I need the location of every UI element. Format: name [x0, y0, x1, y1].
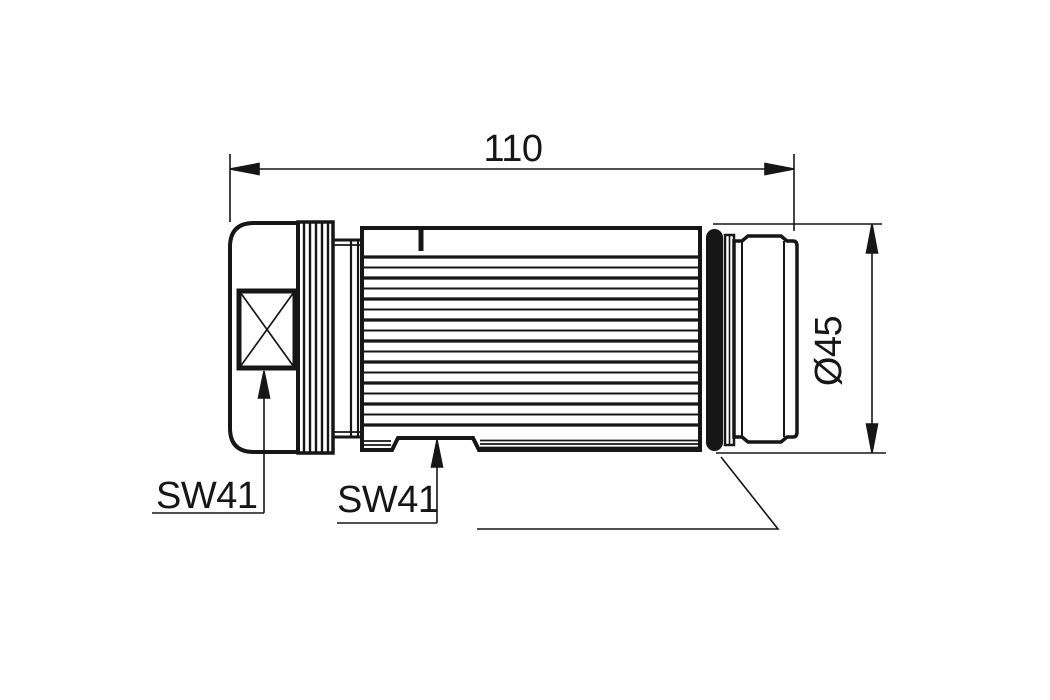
dimension-annotations — [152, 154, 886, 530]
wrench-size-label-body: SW41 — [337, 479, 438, 521]
end-cap — [228, 221, 300, 454]
cap-ring-grooves — [296, 220, 335, 455]
length-dimension — [229, 154, 795, 231]
arrowhead-left — [229, 162, 260, 176]
o-ring-seal — [706, 229, 723, 451]
wrench-size-callout-cap — [152, 370, 271, 514]
wrench-size-callout-body — [337, 439, 444, 524]
part-outline — [228, 220, 799, 455]
wrench-flat-marker — [236, 288, 298, 371]
ribbed-body — [360, 226, 702, 452]
coupling-end — [732, 234, 799, 444]
arrowhead-right — [764, 162, 795, 176]
body-ribs — [362, 255, 700, 449]
neck-section — [331, 238, 364, 439]
arrowhead-top — [865, 223, 879, 254]
arrowhead-up — [430, 439, 444, 468]
oring-leader-line — [477, 456, 780, 530]
arrowhead-bottom — [865, 423, 879, 454]
wrench-size-label-cap: SW41 — [156, 475, 257, 517]
arrowhead-up — [257, 370, 271, 399]
diameter-dimension — [713, 223, 886, 454]
diameter-dimension-label: Ø45 — [808, 316, 850, 386]
length-dimension-label: 110 — [483, 128, 542, 170]
